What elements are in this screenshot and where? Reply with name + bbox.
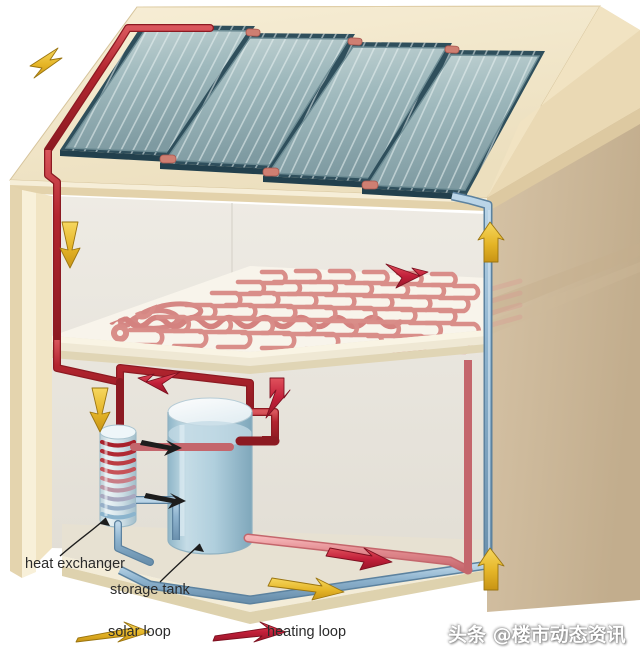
- solar-arrow-basement: [89, 387, 111, 433]
- solar-panel-2: [160, 33, 355, 175]
- solar-loop-arrows: [29, 47, 505, 601]
- panel-coupler: [159, 28, 460, 190]
- exchanger-pipes: [114, 443, 234, 566]
- small-arrow-warm-out: [140, 440, 182, 456]
- radiant-floor-slab: [52, 266, 487, 374]
- solar-arrow-roof: [29, 47, 63, 79]
- cold-floor-pipe: [117, 560, 489, 605]
- heating-arrow-bottom: [325, 547, 393, 571]
- cold-return-pipe: [451, 191, 493, 565]
- heating-arrow-floor-coil: [385, 263, 429, 289]
- solar-loop-pipe: [44, 24, 214, 340]
- heating-arrow-basement-top: [137, 371, 181, 395]
- leader-storage-tank: [159, 543, 201, 583]
- heating-loop-arrows: [137, 263, 429, 571]
- solar-panel-3: [263, 42, 452, 188]
- small-flow-arrows: [140, 440, 186, 509]
- roof-right-face: [487, 6, 640, 212]
- solar-arrow-leftwall: [59, 221, 81, 269]
- heat-exchanger: [99, 424, 137, 528]
- legend-heating-arrow: [212, 621, 287, 643]
- label-leaders: [59, 517, 201, 583]
- solar-arrow-right-bot: [477, 547, 505, 591]
- legend-solar-arrow: [75, 621, 151, 643]
- solar-panel-array: [60, 25, 545, 200]
- solar-arrow-floor: [267, 577, 345, 601]
- watermark-text: 头条 @楼市动态资讯: [448, 624, 626, 646]
- leader-heat-exchanger: [59, 517, 107, 557]
- tank-warm-outlet: [243, 533, 473, 575]
- small-arrow-cold-in: [144, 493, 186, 509]
- label-leader-heads: [100, 518, 204, 552]
- solar-arrow-right-top: [477, 221, 505, 263]
- storage-tank: [167, 397, 253, 555]
- left-exterior-wall: [10, 185, 52, 578]
- heating-arrow-tank-riser: [265, 377, 291, 419]
